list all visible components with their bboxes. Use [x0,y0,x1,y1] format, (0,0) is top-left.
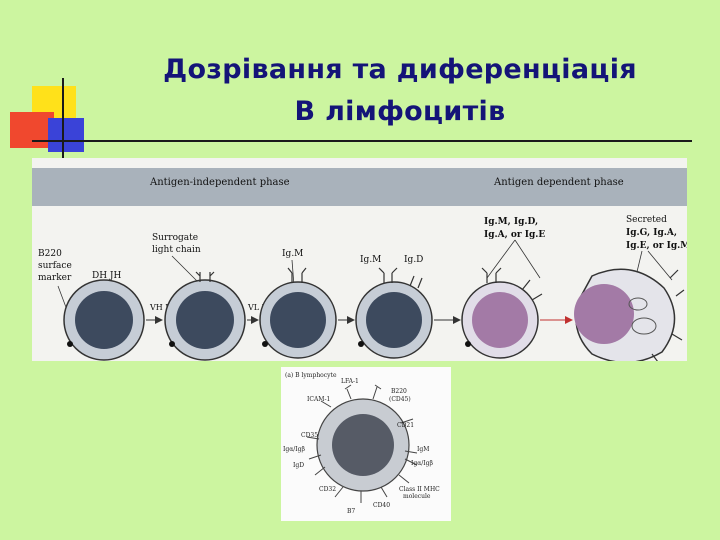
label-lfa1: LFA-1 [341,378,359,385]
label-b220: B220 [391,388,407,395]
slide-title-line-1: Дозрівання та диференціація [163,54,637,85]
isotypes-label: Ig.M, Ig.D, Ig.A, or Ig.E [484,217,545,240]
decor-vertical-line [62,78,64,160]
label-igm: IgM [417,446,429,453]
b-lymphocyte-surface-figure: (a) B lymphocyte LFA-1 B220 (CD45) ICAM-… [281,367,451,521]
surrogate-light-chain-label: Surrogate light chain [152,233,201,255]
igm-label-2: Ig.M [360,255,381,265]
label-igab-right: Igα/Igβ [411,460,433,467]
label-igab-left: Igα/Igβ [283,446,305,453]
label-igd: IgD [293,462,304,469]
phase-independent-label: Antigen-independent phase [149,177,290,188]
igd-label: Ig.D [404,255,423,265]
b220-label: B220 surface marker [38,249,75,283]
decor-square-red [10,112,54,148]
gene-vl-jl-label: VL JL [247,303,271,312]
gene-dh-jh-label: DH JH [92,271,122,281]
phase-band [32,168,687,206]
slide-title-line-2: В лімфоцитів [294,96,506,127]
decor-square-blue [48,118,84,152]
lymphocyte-nucleus [332,414,394,476]
label-cd35: CD35 [301,432,318,439]
label-cd32: CD32 [319,486,336,493]
decor-horizontal-line [32,140,692,142]
cell-immature-b [355,267,433,359]
cell-pre-b-late [259,267,337,359]
figure2-heading: (a) B lymphocyte [285,372,337,379]
phase-dependent-label: Antigen dependent phase [493,177,624,188]
cell-mature-b [461,267,543,359]
b-cell-maturation-figure: Antigen-independent phase Antigen depend… [32,158,687,361]
secreted-ig-label: Secreted Ig.G, Ig.A, Ig.E, or Ig.M [626,215,687,251]
label-cd40: CD40 [373,502,390,509]
label-molecule: molecule [403,493,431,500]
label-icam1: ICAM-1 [307,396,330,403]
igm-label-1: Ig.M [282,249,303,259]
label-cd21: CD21 [397,422,414,429]
label-cd45: (CD45) [389,396,411,403]
label-b7: B7 [347,508,355,515]
cell-pre-b-early [164,271,246,361]
cell-pro-b [63,279,145,361]
cell-plasma [574,268,685,361]
label-class2: Class II MHC [399,486,440,493]
